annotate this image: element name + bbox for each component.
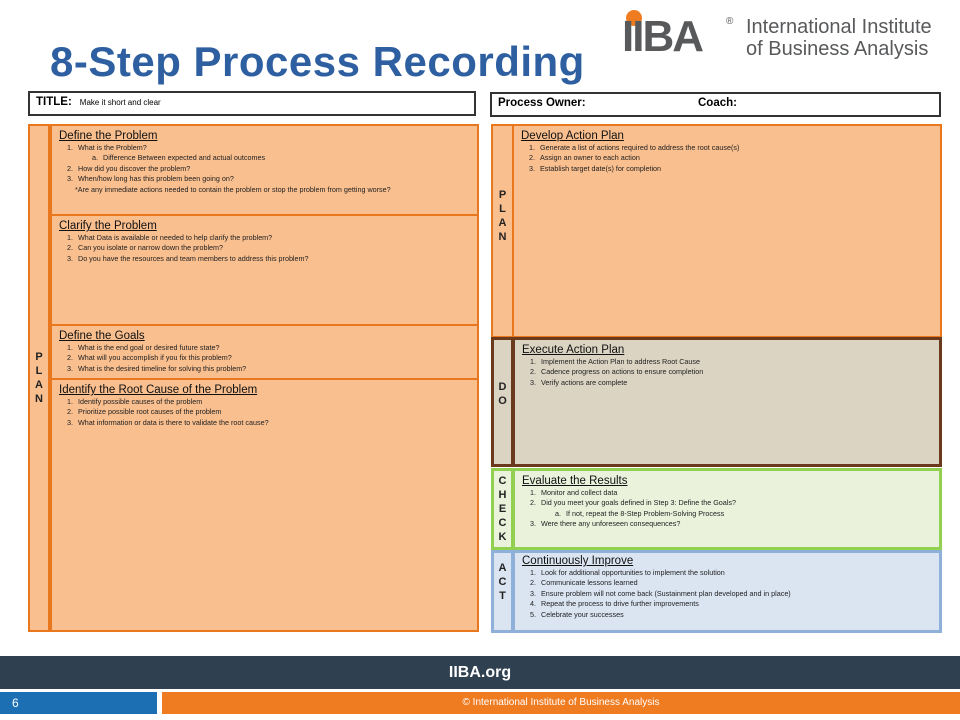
section-define-problem: Define the Problem What is the Problem? … xyxy=(50,124,479,216)
list-item: Identify possible causes of the problem xyxy=(75,397,471,408)
coach-label: Coach: xyxy=(698,97,737,109)
section-develop-action-plan: Develop Action Plan Generate a list of a… xyxy=(512,124,942,338)
stage-letter: N xyxy=(35,393,43,405)
stage-label-act: A C T xyxy=(491,550,514,633)
logo-dot-icon xyxy=(626,10,642,26)
list-item: What will you accomplish if you fix this… xyxy=(75,353,471,364)
list-item: Did you meet your goals defined in Step … xyxy=(538,498,933,519)
logo-line-2: of Business Analysis xyxy=(746,38,929,60)
section-execute-action-plan: Execute Action Plan Implement the Action… xyxy=(512,337,942,467)
list-item: Repeat the process to drive further impr… xyxy=(538,599,933,610)
section-title: Define the Goals xyxy=(59,330,145,342)
stage-letter: D xyxy=(498,381,507,393)
section-title: Develop Action Plan xyxy=(521,130,624,142)
list-item-text: What is the Problem? xyxy=(78,142,147,152)
process-owner-label: Process Owner: xyxy=(498,97,586,109)
title-field-label: TITLE: xyxy=(36,96,72,108)
stage-label-do: D O xyxy=(491,337,514,467)
owner-coach-field[interactable]: Process Owner: Coach: xyxy=(490,92,941,117)
section-root-cause: Identify the Root Cause of the Problem I… xyxy=(50,378,479,632)
list-item: Ensure problem will not come back (Susta… xyxy=(538,589,933,600)
page-title: 8-Step Process Recording xyxy=(50,38,585,85)
section-title: Continuously Improve xyxy=(522,555,634,567)
stage-letter: O xyxy=(498,395,507,407)
logo-line-1: International Institute xyxy=(746,16,932,38)
title-field[interactable]: TITLE: Make it short and clear xyxy=(28,91,476,116)
section-title: Clarify the Problem xyxy=(59,220,157,232)
list-item-text: Did you meet your goals defined in Step … xyxy=(541,498,736,507)
list-item: Implement the Action Plan to address Roo… xyxy=(538,357,933,368)
stage-letter: L xyxy=(35,365,43,377)
list-item: When/how long has this problem been goin… xyxy=(75,174,471,185)
section-title: Identify the Root Cause of the Problem xyxy=(59,384,258,396)
list-item: Verify actions are complete xyxy=(538,378,933,389)
stage-letter: C xyxy=(498,576,507,588)
list-item: Communicate lessons learned xyxy=(538,578,933,589)
list-item: What is the Problem? Difference Between … xyxy=(75,143,471,164)
sub-list-item: If not, repeat the 8-Step Problem-Solvin… xyxy=(563,509,933,520)
section-title: Define the Problem xyxy=(59,130,158,142)
stage-letter: H xyxy=(498,489,507,501)
list-item: Do you have the resources and team membe… xyxy=(75,254,471,265)
section-clarify-problem: Clarify the Problem What Data is availab… xyxy=(50,214,479,326)
note-text: *Are any immediate actions needed to con… xyxy=(75,184,391,194)
list-item: Monitor and collect data xyxy=(538,488,933,499)
stage-label-plan-left: P L A N xyxy=(28,124,50,632)
list-item: Generate a list of actions required to a… xyxy=(537,143,934,154)
list-item: What information or data is there to val… xyxy=(75,418,471,429)
list-item: Establish target date(s) for completion xyxy=(537,164,934,175)
section-define-goals: Define the Goals What is the end goal or… xyxy=(50,324,479,380)
logo-mark: IIBA xyxy=(622,12,704,61)
list-item: Look for additional opportunities to imp… xyxy=(538,568,933,579)
section-title: Evaluate the Results xyxy=(522,475,628,487)
logo-registered-mark: ® xyxy=(726,16,734,27)
list-item: Were there any unforeseen consequences? xyxy=(538,519,933,530)
sub-list-item: Difference Between expected and actual o… xyxy=(100,153,471,164)
stage-label-plan-right: P L A N xyxy=(491,124,514,338)
list-item: Can you isolate or narrow down the probl… xyxy=(75,243,471,254)
list-item: Prioritize possible root causes of the p… xyxy=(75,407,471,418)
stage-letter: P xyxy=(35,351,43,363)
stage-letter: C xyxy=(498,517,507,529)
stage-letter: N xyxy=(498,231,507,243)
stage-letter: P xyxy=(498,189,507,201)
list-item: What is the desired timeline for solving… xyxy=(75,364,471,375)
stage-label-check: C H E C K xyxy=(491,468,514,550)
stage-letter: K xyxy=(498,531,507,543)
stage-letter: A xyxy=(498,562,507,574)
list-item: What is the end goal or desired future s… xyxy=(75,343,471,354)
logo-wordmark: International Institute of Business Anal… xyxy=(746,16,932,60)
section-continuously-improve: Continuously Improve Look for additional… xyxy=(512,550,942,633)
iiba-logo: IIBA ® International Institute of Busine… xyxy=(622,10,942,68)
copyright-notice: © International Institute of Business An… xyxy=(162,692,960,714)
stage-letter: E xyxy=(498,503,507,515)
list-item: How did you discover the problem? xyxy=(75,164,471,175)
section-title: Execute Action Plan xyxy=(522,344,625,356)
stage-letter: A xyxy=(35,379,43,391)
page-number: 6 xyxy=(0,692,157,714)
list-item: Cadence progress on actions to ensure co… xyxy=(538,367,933,378)
stage-letter: A xyxy=(498,217,507,229)
list-item: Assign an owner to each action xyxy=(537,153,934,164)
stage-letter: T xyxy=(499,590,506,602)
title-field-hint: Make it short and clear xyxy=(79,98,161,107)
stage-letter: L xyxy=(499,203,506,215)
stage-letter: C xyxy=(498,475,507,487)
list-item: What Data is available or needed to help… xyxy=(75,233,471,244)
section-evaluate-results: Evaluate the Results Monitor and collect… xyxy=(512,468,942,550)
footer-site-link[interactable]: IIBA.org xyxy=(0,656,960,689)
list-item: Celebrate your successes xyxy=(538,610,933,621)
